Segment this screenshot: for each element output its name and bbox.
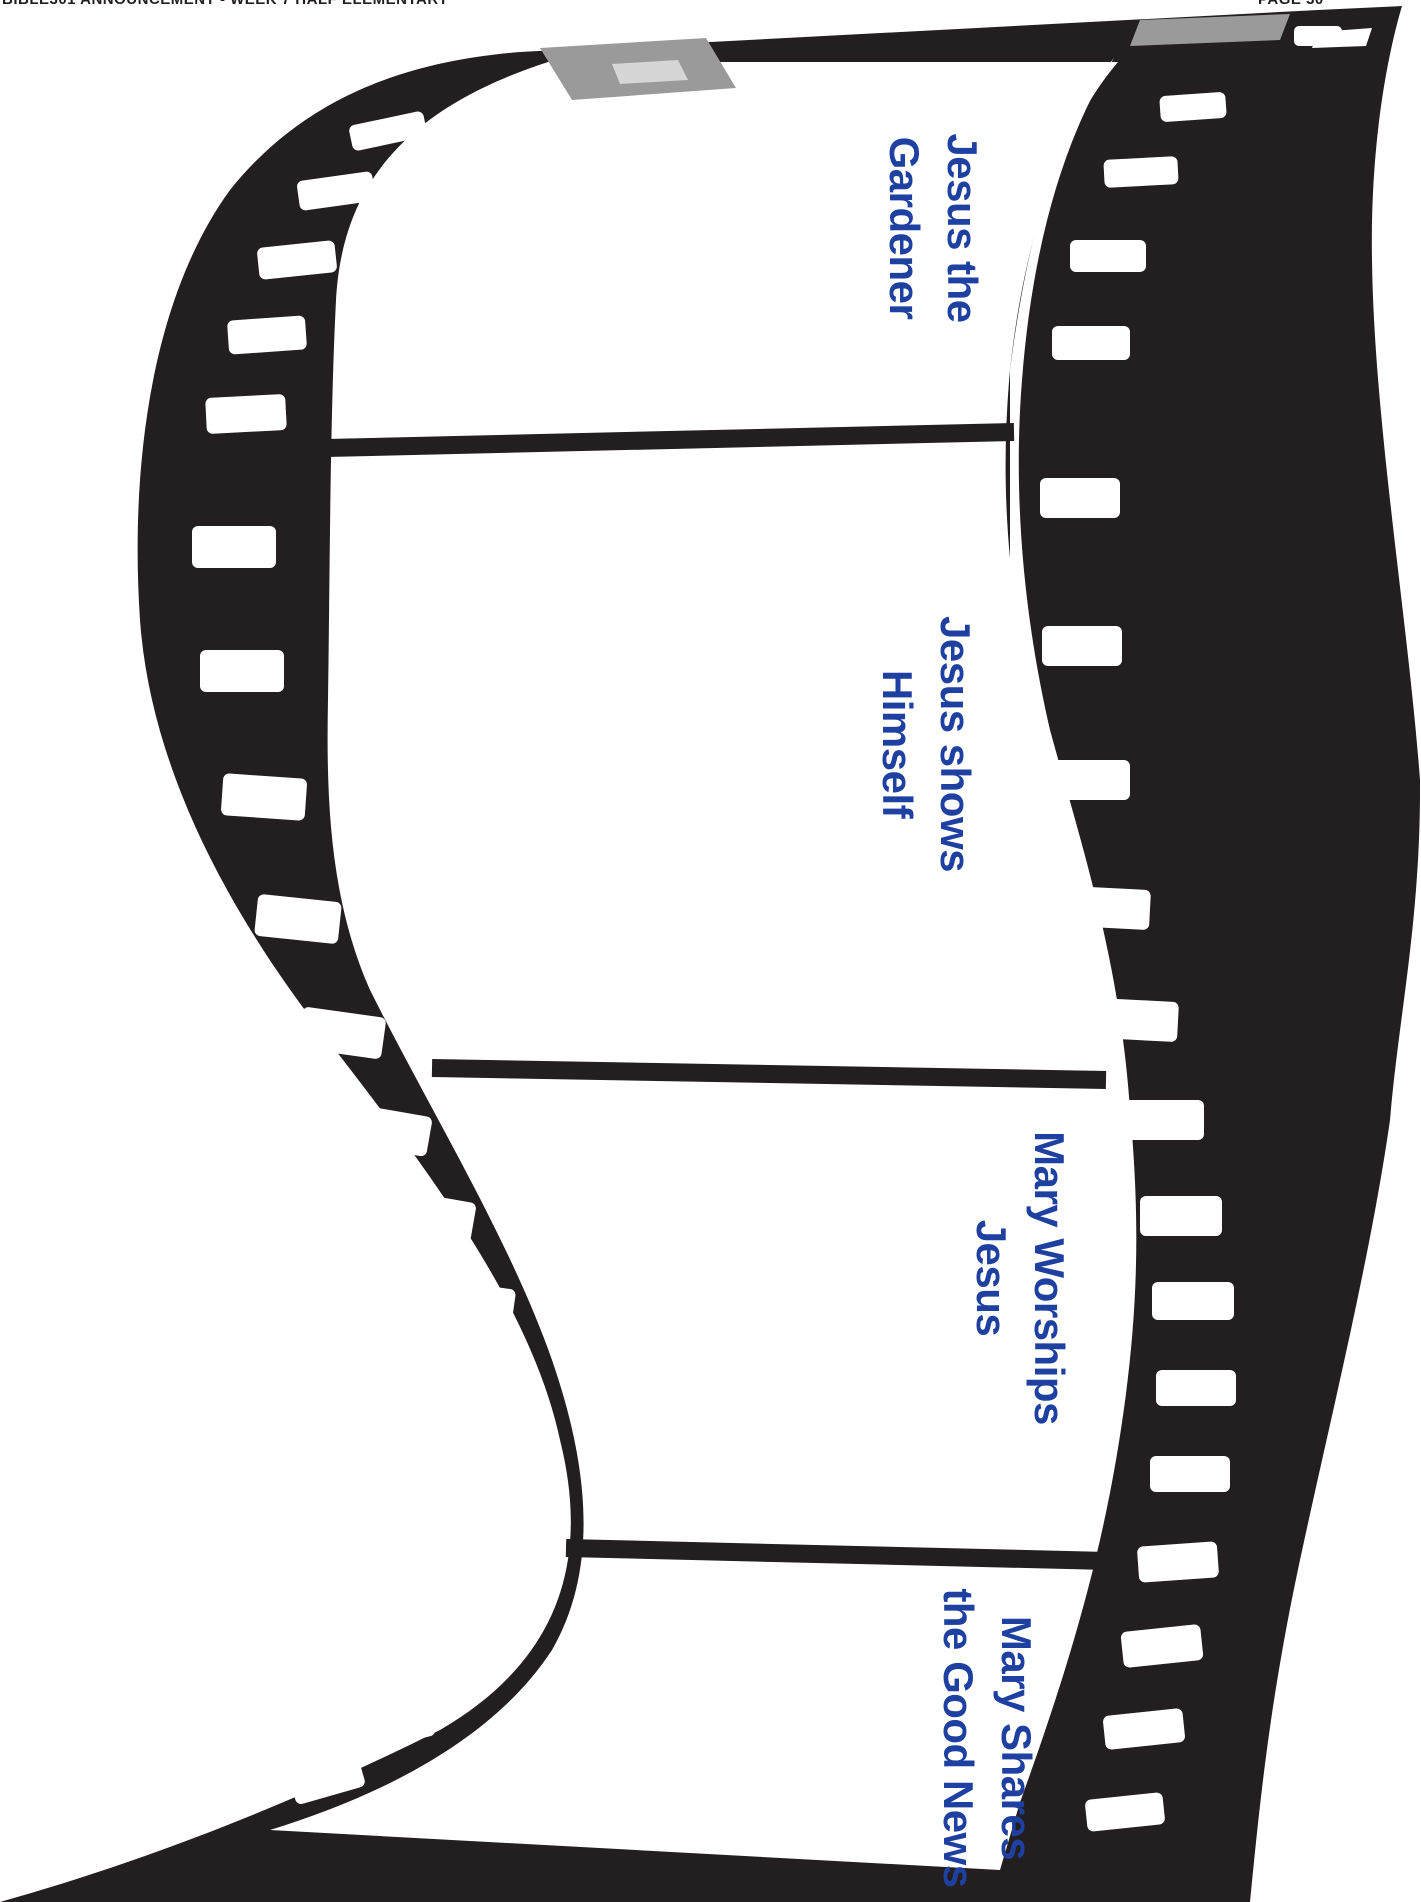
frame-label-1-line1: Jesus the [939, 133, 986, 323]
frame-label-3-line1: Mary Worships [1026, 1131, 1073, 1425]
frame-divider-1 [325, 423, 1015, 457]
right-sprocket-holes [1040, 26, 1342, 1832]
frame-label-2: Jesus shows Himself [868, 616, 984, 872]
page-number: PAGE 30 [1258, 0, 1324, 8]
frame-label-4: Mary Shares the Good News [929, 1588, 1045, 1887]
frame-label-2-line1: Jesus shows [932, 616, 979, 872]
frame-label-3-line2: Jesus [968, 1219, 1015, 1337]
film-frames-area [270, 62, 1129, 1870]
frame-divider-3 [565, 1539, 1151, 1571]
frame-label-3: Mary Worships Jesus [962, 1131, 1078, 1425]
frame-label-1: Jesus the Gardener [875, 133, 991, 322]
page-header: BIBLE301 ANNOUNCEMENT - WEEK 7 HALF ELEM… [0, 0, 1421, 10]
left-sprocket-holes [192, 111, 538, 1804]
frame-label-1-line2: Gardener [881, 136, 928, 320]
frame-label-4-line1: Mary Shares [993, 1615, 1040, 1861]
frame-label-4-line2: the Good News [935, 1588, 982, 1888]
frame-divider-2 [431, 1059, 1107, 1089]
header-title: BIBLE301 ANNOUNCEMENT - WEEK 7 HALF ELEM… [2, 0, 449, 8]
frame-label-2-line2: Himself [874, 669, 921, 819]
